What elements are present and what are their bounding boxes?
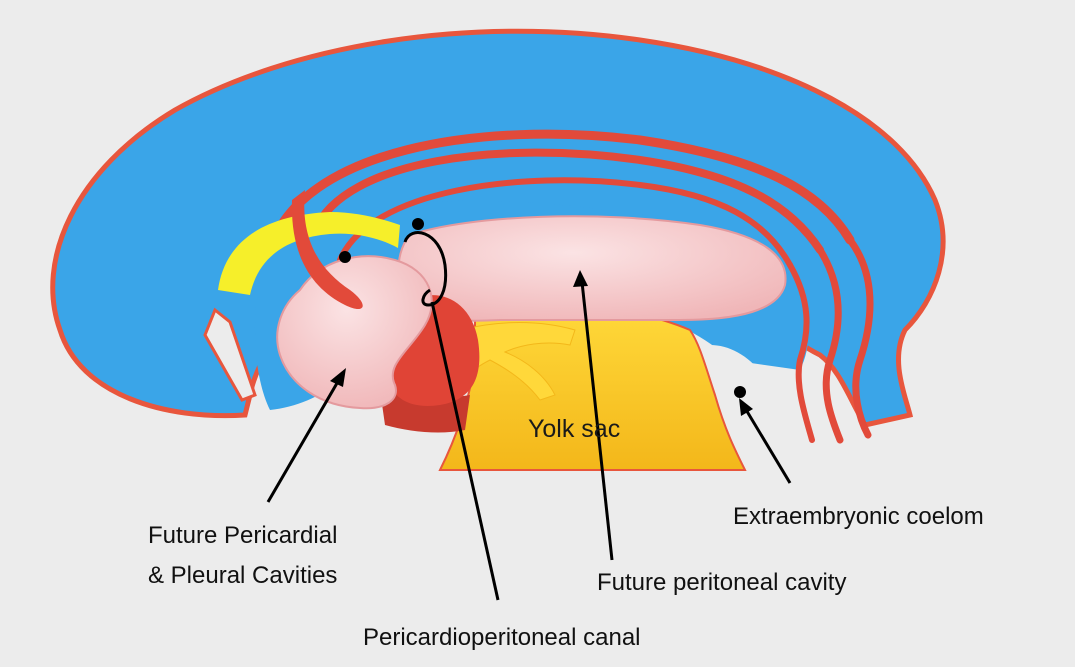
pericardial-label-line1: Future Pericardial [148,522,337,549]
dot-pericardial [339,251,351,263]
peritoneal-cavity-label: Future peritoneal cavity [597,569,846,596]
dot-canal [412,218,424,230]
dot-coelom [734,386,746,398]
extraembryonic-coelom-label: Extraembryonic coelom [733,503,984,530]
pericardial-label-line2: & Pleural Cavities [148,562,337,589]
pericardioperitoneal-canal-label: Pericardioperitoneal canal [363,624,641,651]
yolk-sac-label: Yolk sac [528,415,620,443]
